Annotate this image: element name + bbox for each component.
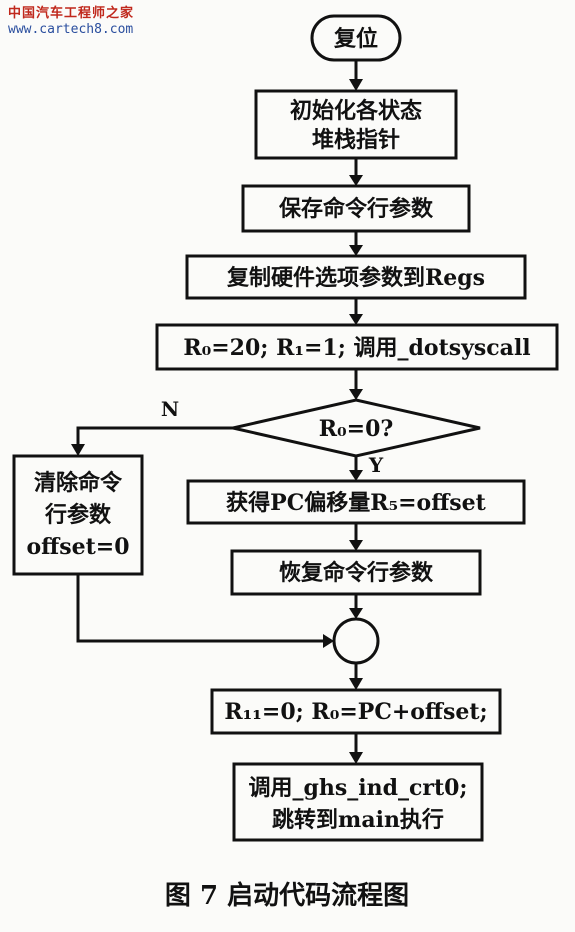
edge-clear-merge bbox=[76, 574, 323, 643]
arrowhead-call bbox=[349, 752, 363, 764]
syscall-box bbox=[155, 323, 559, 371]
copy-hw-text: 复制硬件选项参数到Regs bbox=[226, 265, 485, 291]
clear-text-line3: offset=0 bbox=[26, 534, 129, 560]
arrowhead-init bbox=[349, 79, 363, 91]
init-text-line1: 初始化各状态 bbox=[290, 98, 422, 124]
arrowhead-get-offset bbox=[349, 470, 363, 481]
clear-text-line2: 行参数 bbox=[44, 502, 112, 528]
init-text-line2: 堆栈指针 bbox=[312, 127, 400, 153]
arrowhead-copy bbox=[349, 245, 363, 256]
edge-decision-no bbox=[76, 426, 233, 444]
arrowhead-clear bbox=[71, 444, 85, 456]
decision-diamond bbox=[232, 398, 481, 458]
arrowhead-merge bbox=[349, 608, 363, 619]
call-main-text-line1: 调用_ghs_ind_crt0; bbox=[248, 775, 467, 801]
watermark-url: www.cartech8.com bbox=[8, 22, 134, 38]
watermark: 中国汽车工程师之家 www.cartech8.com bbox=[8, 6, 134, 39]
clear-args-box bbox=[12, 454, 144, 576]
restore-args-box bbox=[230, 549, 482, 596]
connectors bbox=[71, 60, 363, 764]
figure-caption: 图 7 启动代码流程图 bbox=[165, 880, 409, 911]
copy-hw-box bbox=[185, 254, 527, 300]
save-args-box bbox=[241, 184, 471, 233]
yes-label: Y bbox=[368, 453, 384, 477]
arrowhead-merge-left bbox=[323, 634, 334, 648]
watermark-site-name: 中国汽车工程师之家 bbox=[8, 6, 135, 21]
reset-text: 复位 bbox=[333, 26, 378, 52]
reset-terminal bbox=[310, 14, 402, 62]
call-main-text-line2: 跳转到main执行 bbox=[272, 807, 444, 833]
set-regs-box bbox=[210, 688, 502, 735]
clear-text-line1: 清除命令 bbox=[34, 470, 123, 496]
arrowhead-restore bbox=[349, 540, 363, 551]
get-offset-box bbox=[186, 479, 526, 525]
merge-connector bbox=[332, 617, 380, 665]
syscall-text: R₀=20; R₁=1; 调用_dotsyscall bbox=[183, 335, 530, 361]
arrowhead-set-regs bbox=[349, 678, 363, 690]
decision-text: R₀=0? bbox=[319, 416, 394, 442]
call-main-box bbox=[232, 762, 484, 842]
arrowhead-save bbox=[349, 175, 363, 186]
restore-args-text: 恢复命令行参数 bbox=[279, 560, 434, 586]
set-regs-text: R₁₁=0; R₀=PC+offset; bbox=[224, 699, 487, 725]
arrowhead-syscall bbox=[349, 314, 363, 325]
arrowhead-decision bbox=[349, 389, 363, 400]
get-offset-text: 获得PC偏移量R₅=offset bbox=[226, 490, 487, 516]
init-box bbox=[254, 89, 458, 160]
save-args-text: 保存命令行参数 bbox=[278, 196, 434, 222]
no-label: N bbox=[161, 397, 179, 421]
